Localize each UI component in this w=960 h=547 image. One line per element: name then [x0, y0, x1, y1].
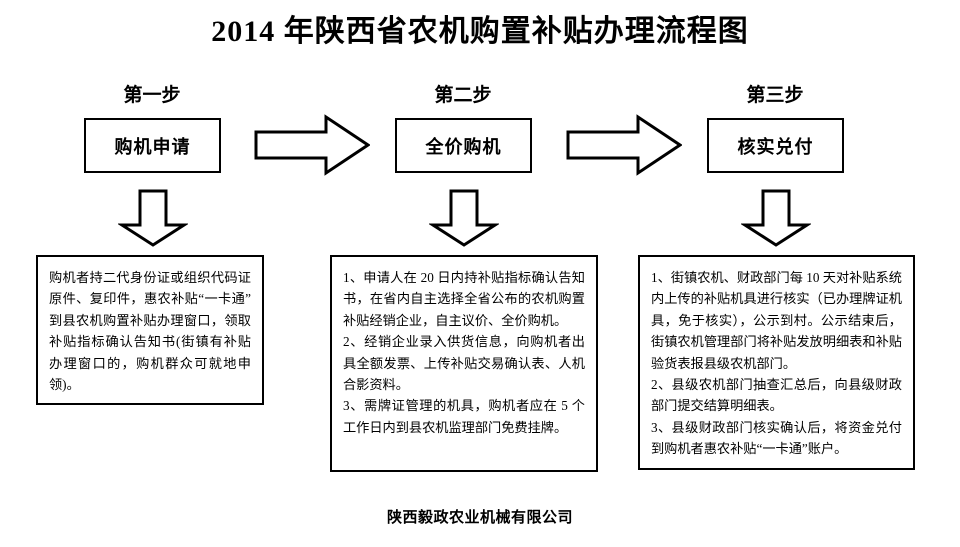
detail-paragraph: 2、经销企业录入供货信息，向购机者出具全额发票、上传补贴交易确认表、人机合影资料…: [343, 334, 585, 392]
detail-paragraph: 1、申请人在 20 日内持补贴指标确认告知书，在省内自主选择全省公布的农机购置补…: [343, 270, 585, 328]
detail-paragraph: 3、需牌证管理的机具，购机者应在 5 个工作日内到县农机监理部门免费挂牌。: [343, 398, 585, 435]
arrow-step3-to-detail3: [741, 189, 811, 247]
arrow-step2-to-detail2: [429, 189, 499, 247]
detail-paragraph: 3、县级财政部门核实确认后，将资金兑付到购机者惠农补贴“一卡通”账户。: [651, 419, 902, 456]
detail-box-3: 1、街镇农机、财政部门每 10 天对补贴系统内上传的补贴机具进行核实（已办理牌证…: [638, 255, 915, 470]
step-caption-3: 第三步: [746, 85, 804, 106]
page-title: 2014 年陕西省农机购置补贴办理流程图: [211, 15, 749, 48]
step-caption-2: 第二步: [434, 85, 492, 106]
step-caption-1: 第一步: [123, 85, 181, 106]
step-box-3[interactable]: 核实兑付: [707, 118, 844, 173]
detail-paragraph: 购机者持二代身份证或组织代码证原件、复印件，惠农补贴“一卡通”到县农机购置补贴办…: [49, 270, 251, 392]
detail-paragraph: 2、县级农机部门抽查汇总后，向县级财政部门提交结算明细表。: [651, 376, 902, 414]
step-box-2[interactable]: 全价购机: [395, 118, 532, 173]
company-footer: 陕西毅政农业机械有限公司: [386, 509, 573, 526]
detail-paragraph: 1、街镇农机、财政部门每 10 天对补贴系统内上传的补贴机具进行核实（已办理牌证…: [651, 270, 902, 371]
arrow-step1-to-detail1: [118, 189, 188, 247]
arrow-step2-to-step3: [566, 114, 682, 176]
detail-box-2: 1、申请人在 20 日内持补贴指标确认告知书，在省内自主选择全省公布的农机购置补…: [330, 255, 598, 472]
detail-box-1: 购机者持二代身份证或组织代码证原件、复印件，惠农补贴“一卡通”到县农机购置补贴办…: [36, 255, 264, 405]
step-box-1[interactable]: 购机申请: [84, 118, 221, 173]
arrow-step1-to-step2: [254, 114, 370, 176]
